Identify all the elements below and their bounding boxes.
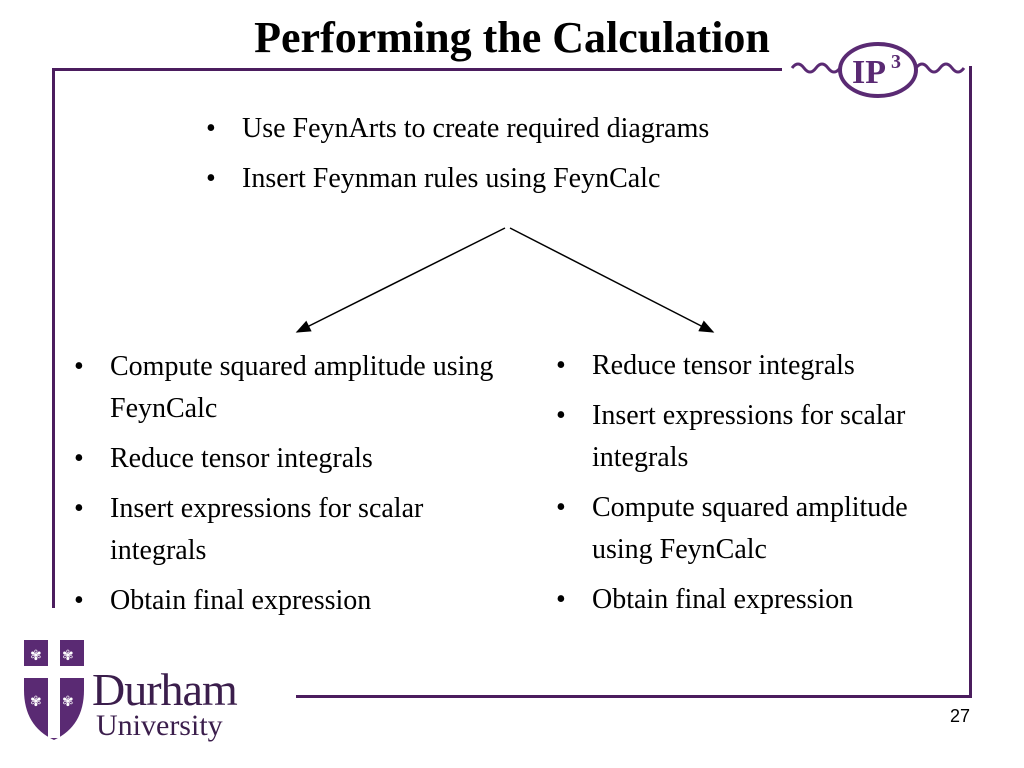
list-item: Obtain final expression bbox=[550, 579, 960, 621]
ip3-logo: IP 3 bbox=[790, 42, 966, 98]
ip3-logo-superscript: 3 bbox=[891, 51, 901, 73]
top-bullet-list: Use FeynArts to create required diagrams… bbox=[200, 108, 900, 208]
slide-title: Performing the Calculation bbox=[254, 13, 770, 62]
frame-bottom-border bbox=[296, 695, 972, 698]
list-item: Reduce tensor integrals bbox=[68, 438, 508, 480]
left-bullet-list: Compute squared amplitude using FeynCalc… bbox=[68, 346, 508, 630]
durham-subtitle: University bbox=[96, 709, 223, 742]
durham-wordmark: Durham bbox=[92, 664, 238, 715]
list-item: Compute squared amplitude using FeynCalc bbox=[68, 346, 508, 430]
ip3-right-wave bbox=[914, 62, 966, 74]
durham-crest-icon: ✾ ✾ ✾ ✾ bbox=[24, 640, 84, 740]
svg-text:✾: ✾ bbox=[62, 694, 74, 710]
list-item: Reduce tensor integrals bbox=[550, 345, 960, 387]
list-item: Insert Feynman rules using FeynCalc bbox=[200, 158, 900, 200]
list-item: Compute squared amplitude using FeynCalc bbox=[550, 487, 960, 571]
ip3-logo-text: IP bbox=[852, 54, 886, 91]
svg-text:✾: ✾ bbox=[30, 694, 42, 710]
page-number: 27 bbox=[949, 706, 970, 726]
list-item: Use FeynArts to create required diagrams bbox=[200, 108, 900, 150]
frame-right-border bbox=[969, 66, 972, 698]
svg-text:✾: ✾ bbox=[62, 648, 74, 664]
frame-left-border bbox=[52, 68, 55, 608]
right-arrow bbox=[509, 227, 715, 333]
ip3-oval bbox=[838, 42, 918, 98]
svg-text:✾: ✾ bbox=[30, 648, 42, 664]
frame-top-border bbox=[52, 68, 782, 71]
left-arrow bbox=[295, 227, 506, 333]
ip3-left-wave bbox=[790, 62, 842, 74]
list-item: Insert expressions for scalar integrals bbox=[550, 395, 960, 479]
list-item: Obtain final expression bbox=[68, 580, 508, 622]
list-item: Insert expressions for scalar integrals bbox=[68, 488, 508, 572]
right-bullet-list: Reduce tensor integrals Insert expressio… bbox=[550, 345, 960, 629]
